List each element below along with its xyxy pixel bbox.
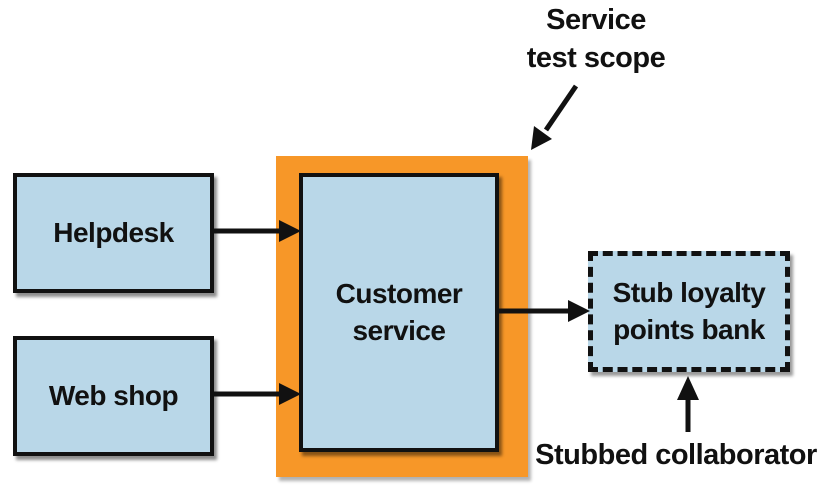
helpdesk-box-label: Helpdesk	[53, 216, 174, 248]
customer-service-box-label: Customer service	[335, 278, 463, 346]
scope-label-arrow	[531, 84, 579, 150]
service-test-scope-label: Service test scope	[526, 4, 666, 74]
stubbed-collaborator-label: Stubbed collaborator	[535, 439, 817, 471]
stub-loyalty-points-bank-box: Stub loyalty points bank	[588, 251, 790, 372]
helpdesk-box: Helpdesk	[13, 173, 214, 293]
stub-loyalty-points-bank-label: Stub loyalty points bank	[612, 277, 766, 345]
web-shop-box: Web shop	[13, 336, 214, 456]
web-shop-box-label: Web shop	[48, 379, 179, 411]
customer-service-box: Customer service	[299, 173, 499, 452]
stubbed-collaborator-arrow	[677, 376, 699, 432]
